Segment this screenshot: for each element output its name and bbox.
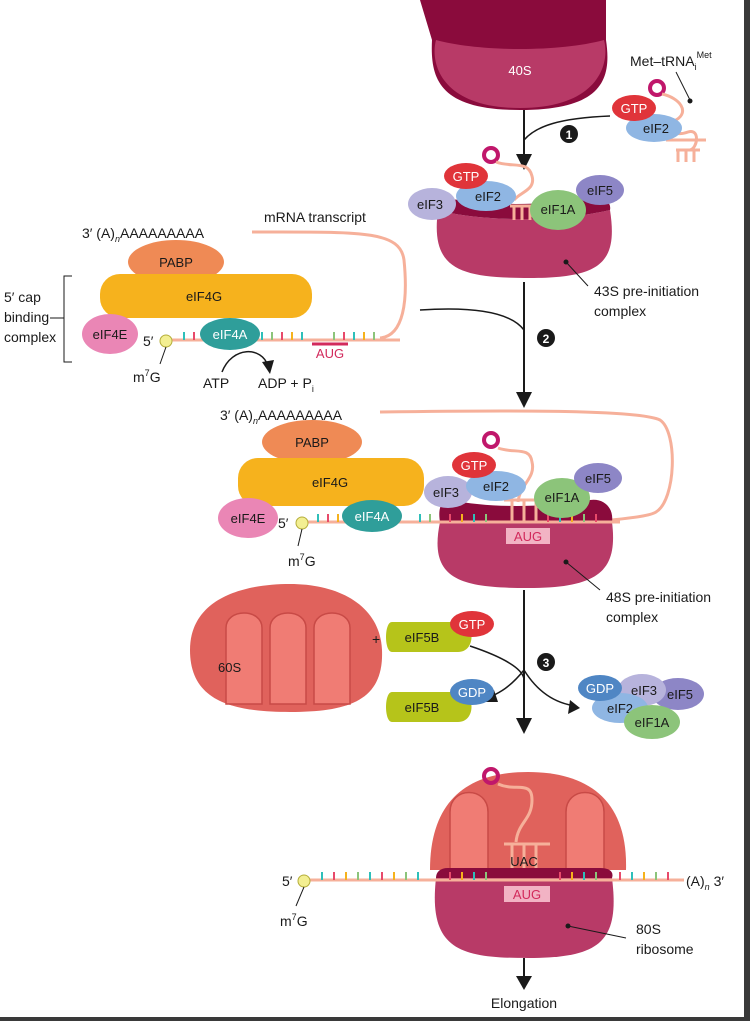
- ribosome-43s: eIF3 eIF2 GTP eIF1A eIF5: [408, 146, 624, 278]
- label-eif1a-rel: eIF1A: [635, 715, 670, 730]
- label-eif4a-2: eIF4A: [355, 509, 390, 524]
- label-eif5b-2: eIF5B: [405, 700, 440, 715]
- label-plus: +: [372, 631, 380, 647]
- label-gtp-43s: GTP: [453, 169, 480, 184]
- label-aug-1: AUG: [316, 346, 344, 361]
- label-5prime-3: 5′: [282, 873, 293, 889]
- label-80s-2: ribosome: [636, 941, 694, 957]
- label-eif2-43s: eIF2: [475, 189, 501, 204]
- label-aug-3: AUG: [513, 887, 541, 902]
- label-polya-tail-2: 3′ (A)nAAAAAAAAA: [220, 407, 343, 426]
- label-gdp-rel: GDP: [586, 681, 614, 696]
- label-60s: 60S: [218, 660, 241, 675]
- label-43s-1: 43S pre-initiation: [594, 283, 699, 299]
- eif5b-gtp: eIF5B GTP: [386, 611, 494, 652]
- label-gtp-1: GTP: [621, 101, 648, 116]
- label-met-trna: Met–tRNAiMet: [630, 50, 712, 72]
- label-eif2-48s: eIF2: [483, 479, 509, 494]
- eif5b-gdp: eIF5B GDP: [386, 679, 494, 722]
- label-m7g-2: m7G: [288, 552, 316, 569]
- label-gdp-5b: GDP: [458, 685, 486, 700]
- label-5prime-1: 5′: [143, 333, 154, 349]
- label-48s-2: complex: [606, 609, 658, 625]
- label-m7g-1: m7G: [133, 368, 161, 385]
- label-eif4g-1: eIF4G: [186, 289, 222, 304]
- label-gtp-48s: GTP: [461, 458, 488, 473]
- cap-binding-complex: 3′ (A)nAAAAAAAAA mRNA transcript PABP eI…: [4, 209, 407, 394]
- label-polya-end: (A)n 3′: [686, 873, 724, 892]
- label-80s-1: 80S: [636, 921, 661, 937]
- label-eif3-48s: eIF3: [433, 485, 459, 500]
- label-eif5-rel: eIF5: [667, 687, 693, 702]
- step-1-badge: 1: [566, 128, 573, 142]
- ribosome-48s: 3′ (A)nAAAAAAAAA PABP eIF4G eIF4E AUG: [218, 407, 674, 588]
- label-uac: UAC: [510, 854, 537, 869]
- label-48s-1: 48S pre-initiation: [606, 589, 711, 605]
- label-eif4e-1: eIF4E: [93, 327, 128, 342]
- label-polya-tail-1: 3′ (A)nAAAAAAAAA: [82, 225, 205, 244]
- label-eif2-rel: eIF2: [607, 701, 633, 716]
- label-aug-2: AUG: [514, 529, 542, 544]
- label-eif3-rel: eIF3: [631, 683, 657, 698]
- label-eif1a-43s: eIF1A: [541, 202, 576, 217]
- label-40s: 40S: [508, 63, 531, 78]
- label-pabp-2: PABP: [295, 435, 329, 450]
- label-5prime-2: 5′: [278, 515, 289, 531]
- label-gtp-5b: GTP: [459, 617, 486, 632]
- label-eif4a-1: eIF4A: [213, 327, 248, 342]
- label-43s-2: complex: [594, 303, 646, 319]
- step-3-badge: 3: [543, 656, 550, 670]
- ternary-complex-1: eIF2 GTP: [612, 79, 706, 162]
- label-adp-pi: ADP + Pi: [258, 375, 314, 394]
- label-eif2-1: eIF2: [643, 121, 669, 136]
- label-eif4g-2: eIF4G: [312, 475, 348, 490]
- label-elongation: Elongation: [491, 995, 557, 1011]
- ribosome-80s: UAC AUG 5′: [280, 767, 724, 958]
- ribosome-40s-top: 40S: [420, 0, 608, 110]
- step-2-badge: 2: [543, 332, 550, 346]
- released-factors: eIF5 eIF3 eIF2 GDP eIF1A: [578, 674, 704, 739]
- label-cap-complex-1: 5′ cap: [4, 289, 41, 305]
- label-cap-complex-2: binding: [4, 309, 49, 325]
- label-m7g-3: m7G: [280, 912, 308, 929]
- label-eif1a-48s: eIF1A: [545, 490, 580, 505]
- label-eif5-48s: eIF5: [585, 471, 611, 486]
- label-cap-complex-3: complex: [4, 329, 56, 345]
- label-eif3-43s: eIF3: [417, 197, 443, 212]
- label-eif5b-1: eIF5B: [405, 630, 440, 645]
- label-eif4e-2: eIF4E: [231, 511, 266, 526]
- label-pabp-1: PABP: [159, 255, 193, 270]
- label-eif5-43s: eIF5: [587, 183, 613, 198]
- ribosome-60s: 60S: [190, 584, 383, 712]
- label-mrna-transcript: mRNA transcript: [264, 209, 366, 225]
- label-atp: ATP: [203, 375, 229, 391]
